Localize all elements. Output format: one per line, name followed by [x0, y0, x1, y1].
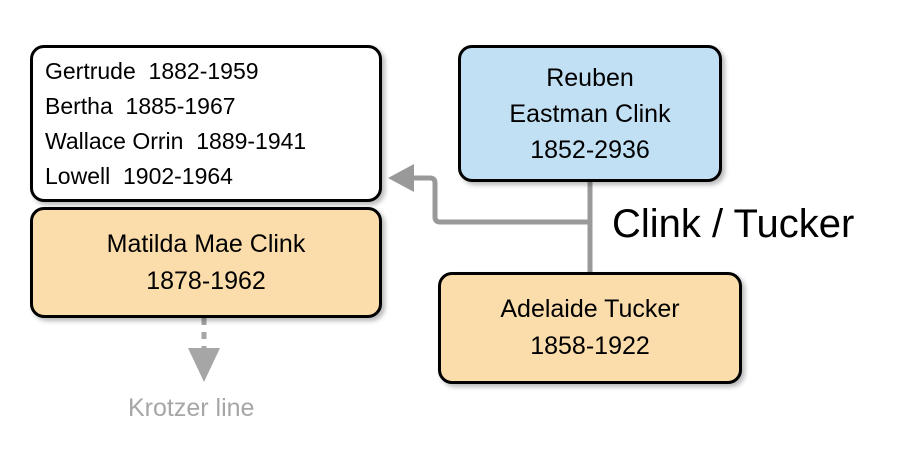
reuben-name-line2: Eastman Clink — [509, 99, 671, 128]
reuben-name-line1: Reuben — [546, 63, 634, 92]
person-node-adelaide-tucker[interactable]: Adelaide Tucker 1858-1922 — [438, 272, 742, 384]
child-entry-wallace-orrin: Wallace Orrin 1889-1941 — [45, 127, 307, 154]
family-group-title: Clink / Tucker — [612, 202, 855, 246]
child-entry-lowell: Lowell 1902-1964 — [45, 162, 233, 189]
child-entry-bertha: Bertha 1885-1967 — [45, 92, 236, 119]
children-connector-line — [408, 175, 590, 225]
krotzer-line-label: Krotzer line — [128, 394, 255, 422]
krotzer-arrowhead — [188, 348, 220, 382]
child-entry-gertrude: Gertrude 1882-1959 — [45, 57, 259, 84]
children-connector-arrowhead — [388, 164, 414, 192]
matilda-name: Matilda Mae Clink — [106, 229, 306, 258]
reuben-dates: 1852-2936 — [530, 135, 650, 164]
person-node-reuben-eastman-clink[interactable]: Reuben Eastman Clink 1852-2936 — [458, 45, 722, 182]
adelaide-dates: 1858-1922 — [530, 332, 650, 360]
matilda-dates: 1878-1962 — [146, 266, 266, 295]
person-node-matilda-mae-clink[interactable]: Matilda Mae Clink 1878-1962 — [30, 207, 382, 318]
children-box[interactable]: Gertrude 1882-1959 Bertha 1885-1967 Wall… — [30, 45, 382, 202]
adelaide-name: Adelaide Tucker — [500, 295, 680, 323]
